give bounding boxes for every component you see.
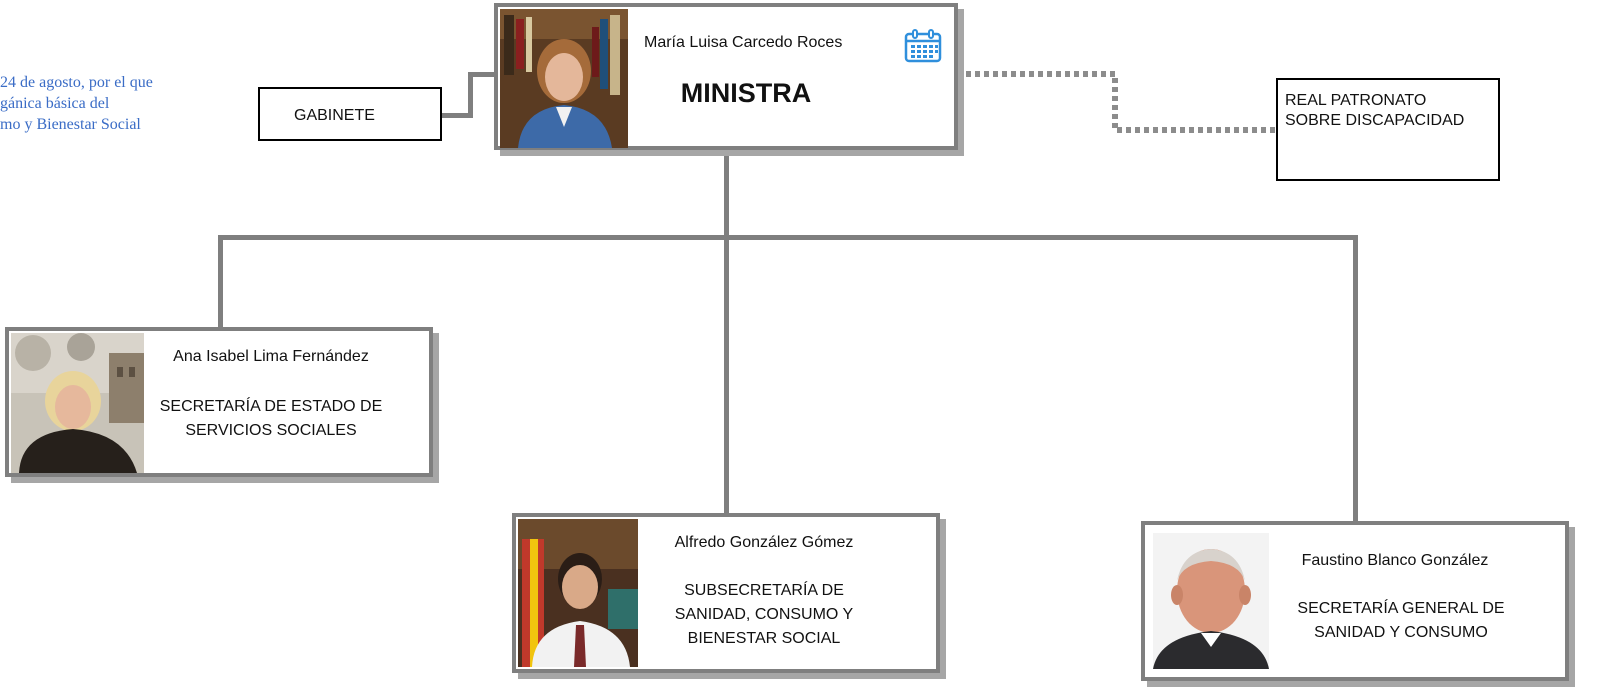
gabinete-box[interactable]: GABINETE [258, 87, 442, 141]
subsecretaria-title-line-2: SANIDAD, CONSUMO Y [674, 606, 854, 623]
intro-text: 24 de agosto, por el que gánica básica d… [0, 72, 240, 135]
secretaria-estado-card[interactable]: Ana Isabel Lima Fernández SECRETARÍA DE … [5, 327, 433, 477]
ministra-name: María Luisa Carcedo Roces [644, 34, 843, 51]
intro-line-3: mo y Bienestar Social [0, 116, 141, 133]
subsecretaria-title-line-1: SUBSECRETARÍA DE [684, 582, 844, 599]
connector-right-drop [1353, 235, 1358, 525]
dashed-connector [957, 71, 1283, 133]
secretaria-estado-name: Ana Isabel Lima Fernández [173, 348, 369, 365]
connector-gabinete-h1 [442, 113, 472, 118]
secretaria-estado-title-line-2: SERVICIOS SOCIALES [185, 422, 357, 439]
connector-gabinete-h2 [468, 72, 498, 77]
subsecretaria-card[interactable]: Alfredo González Gómez SUBSECRETARÍA DE … [512, 513, 940, 673]
ministra-card[interactable]: María Luisa Carcedo Roces MINISTRA [494, 3, 958, 150]
connector-horizontal-branch [218, 235, 1358, 240]
real-patronato-line-2: SOBRE DISCAPACIDAD [1285, 112, 1465, 129]
connector-vertical-main [724, 148, 729, 240]
gabinete-label: GABINETE [294, 107, 375, 124]
calendar-icon[interactable] [904, 29, 942, 68]
connector-gabinete-v [468, 72, 473, 118]
real-patronato-box[interactable]: REAL PATRONATO SOBRE DISCAPACIDAD [1276, 78, 1500, 181]
subsecretaria-title-line-3: BIENESTAR SOCIAL [687, 630, 841, 647]
secretaria-general-title-line-2: SANIDAD Y CONSUMO [1314, 624, 1488, 641]
intro-line-1: 24 de agosto, por el que [0, 74, 153, 91]
subsecretaria-photo [518, 519, 638, 667]
subsecretaria-name: Alfredo González Gómez [674, 534, 854, 551]
intro-line-2: gánica básica del [0, 95, 110, 112]
secretaria-estado-title-line-1: SECRETARÍA DE ESTADO DE [159, 398, 383, 415]
secretaria-estado-photo [11, 333, 144, 473]
connector-left-drop [218, 235, 223, 331]
ministra-title: MINISTRA [680, 78, 812, 108]
secretaria-general-photo [1153, 533, 1269, 669]
secretaria-general-card[interactable]: Faustino Blanco González SECRETARÍA GENE… [1141, 521, 1569, 681]
secretaria-general-name: Faustino Blanco González [1301, 552, 1489, 569]
real-patronato-line-1: REAL PATRONATO [1285, 92, 1427, 109]
ministra-photo [500, 9, 628, 148]
secretaria-general-title-line-1: SECRETARÍA GENERAL DE [1297, 600, 1505, 617]
connector-center-drop [724, 235, 729, 517]
